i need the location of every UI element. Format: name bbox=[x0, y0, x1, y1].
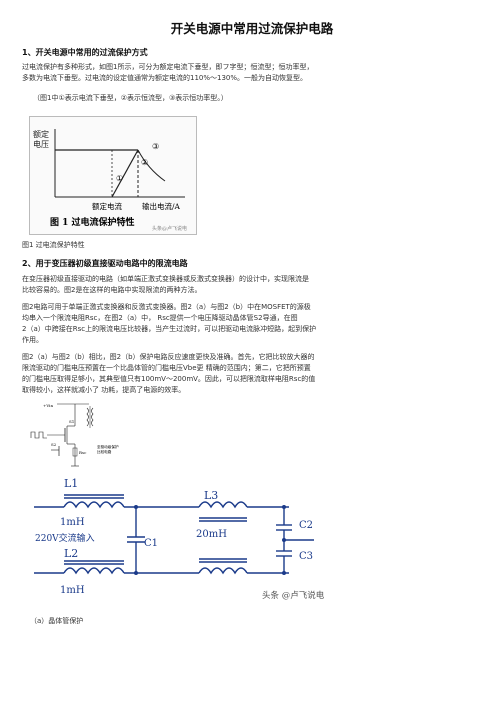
fig2-vin: +Vin bbox=[43, 403, 53, 408]
fig3-c3: C3 bbox=[299, 551, 313, 562]
figure1-caption: 图1 过电流保护特性 bbox=[22, 241, 85, 249]
section2-para3-line2: 限流驱动的门槛电压预置在一个比晶体管的门槛电压Vbe更 精确的范围内；第二，它把… bbox=[22, 364, 311, 372]
fig3-input-label: 220V交流输入 bbox=[35, 532, 95, 544]
fig2-note-1: 至驱动级保护 bbox=[97, 444, 119, 449]
fig1-marker-3: ③ bbox=[152, 142, 159, 151]
section2-para3-line1: 图2（a）与图2（b）相比，图2（b）保护电路反应速度更快及准确。首先，它把比较… bbox=[22, 353, 315, 361]
fig1-ylabel-2: 电压 bbox=[33, 139, 49, 149]
fig2-rsc: Rsc bbox=[79, 450, 87, 455]
page-title: 开关电源中常用过流保护电路 bbox=[170, 21, 334, 36]
section1-para1-line1: 过电流保护有多种形式，如图1所示，可分为额定电流下垂型，即フ字型；恒流型；恒功率… bbox=[22, 63, 314, 71]
figure1-image: 额定 电压 ① ② ③ 额定电流 输出电流/A 图 1 过电流保护特性 头条@卢… bbox=[29, 116, 197, 235]
fig3-watermark: 头条 @卢飞说电 bbox=[262, 590, 325, 601]
section2-para3-line4: 取得较小，这样就减小了 功耗，提高了电源的效率。 bbox=[22, 386, 186, 394]
section1-heading: 1、开关电源中常用的过流保护方式 bbox=[22, 48, 148, 57]
section2-para2-line1: 图2电路可用于单端正激式变换器和反激式变换器。图2（a）与图2（b）中在MOSF… bbox=[22, 303, 311, 311]
section2-para2-line4: 作用。 bbox=[22, 336, 43, 344]
section2-para1-line2: 比较容易的。图2是在这样的电路中实现限流的两种方法。 bbox=[22, 286, 202, 294]
fig2-note-2: 比较电路 bbox=[97, 449, 112, 454]
fig3-l2: L2 bbox=[64, 547, 78, 560]
fig3-l1-val: 1mH bbox=[60, 517, 85, 528]
fig1-watermark: 头条@卢飞说电 bbox=[152, 225, 187, 232]
fig2-s2: S2 bbox=[51, 442, 57, 447]
figure2-image: +Vin S1 Rsc S2 至驱动级保护 比较电路 bbox=[29, 398, 125, 470]
fig3-c1: C1 bbox=[144, 538, 158, 549]
fig1-marker-1: ① bbox=[116, 174, 123, 183]
section2-para2-line2: 均串入一个限流电阻Rsc，在图2（a）中， Rsc提供一个电压降驱动晶体管S2导… bbox=[22, 314, 298, 322]
figure2a-caption: （a）晶体管保护 bbox=[30, 617, 84, 625]
section2-para3-line3: 的门槛电压取得足够小，其典型值只有100mV～200mV。因此，可以把限流取样电… bbox=[22, 375, 316, 383]
fig3-l3: L3 bbox=[204, 489, 218, 502]
section2-para1-line1: 在变压器初级直接驱动的电路（如单端正激式变换器或反激式变换器）的设计中，实现限流… bbox=[22, 275, 309, 283]
fig3-l3-val: 20mH bbox=[196, 529, 227, 540]
section2-para2-line3: 2（a）中跨接在Rsc上的限流电压比较器，当产生过流时，可以把驱动电流脉冲短路，… bbox=[22, 325, 317, 333]
fig1-inner-caption: 图 1 过电流保护特性 bbox=[50, 216, 135, 228]
fig2-s1: S1 bbox=[69, 419, 74, 424]
fig3-c2: C2 bbox=[299, 520, 313, 531]
fig1-ylabel-1: 额定 bbox=[33, 129, 49, 139]
section2-heading: 2、用于变压器初级直接驱动电路中的限流电路 bbox=[22, 259, 188, 268]
section1-note: （图1中①表示电流下垂型，②表示恒流型，③表示恒功率型。） bbox=[33, 94, 228, 102]
fig1-xlabel-2: 输出电流/A bbox=[142, 201, 181, 211]
fig3-l2-val: 1mH bbox=[60, 585, 85, 596]
fig3-l1: L1 bbox=[64, 477, 78, 490]
fig1-marker-2: ② bbox=[141, 158, 148, 167]
section1-para1-line2: 多数为电流下垂型。过电流的设定值通常为额定电流的110%～130%。一般为自动恢… bbox=[22, 74, 308, 82]
fig1-xlabel-1: 额定电流 bbox=[92, 201, 122, 211]
figure3-image: L1 1mH 220V交流输入 C1 L2 1mH L3 20mH C2 C3 … bbox=[24, 473, 336, 613]
